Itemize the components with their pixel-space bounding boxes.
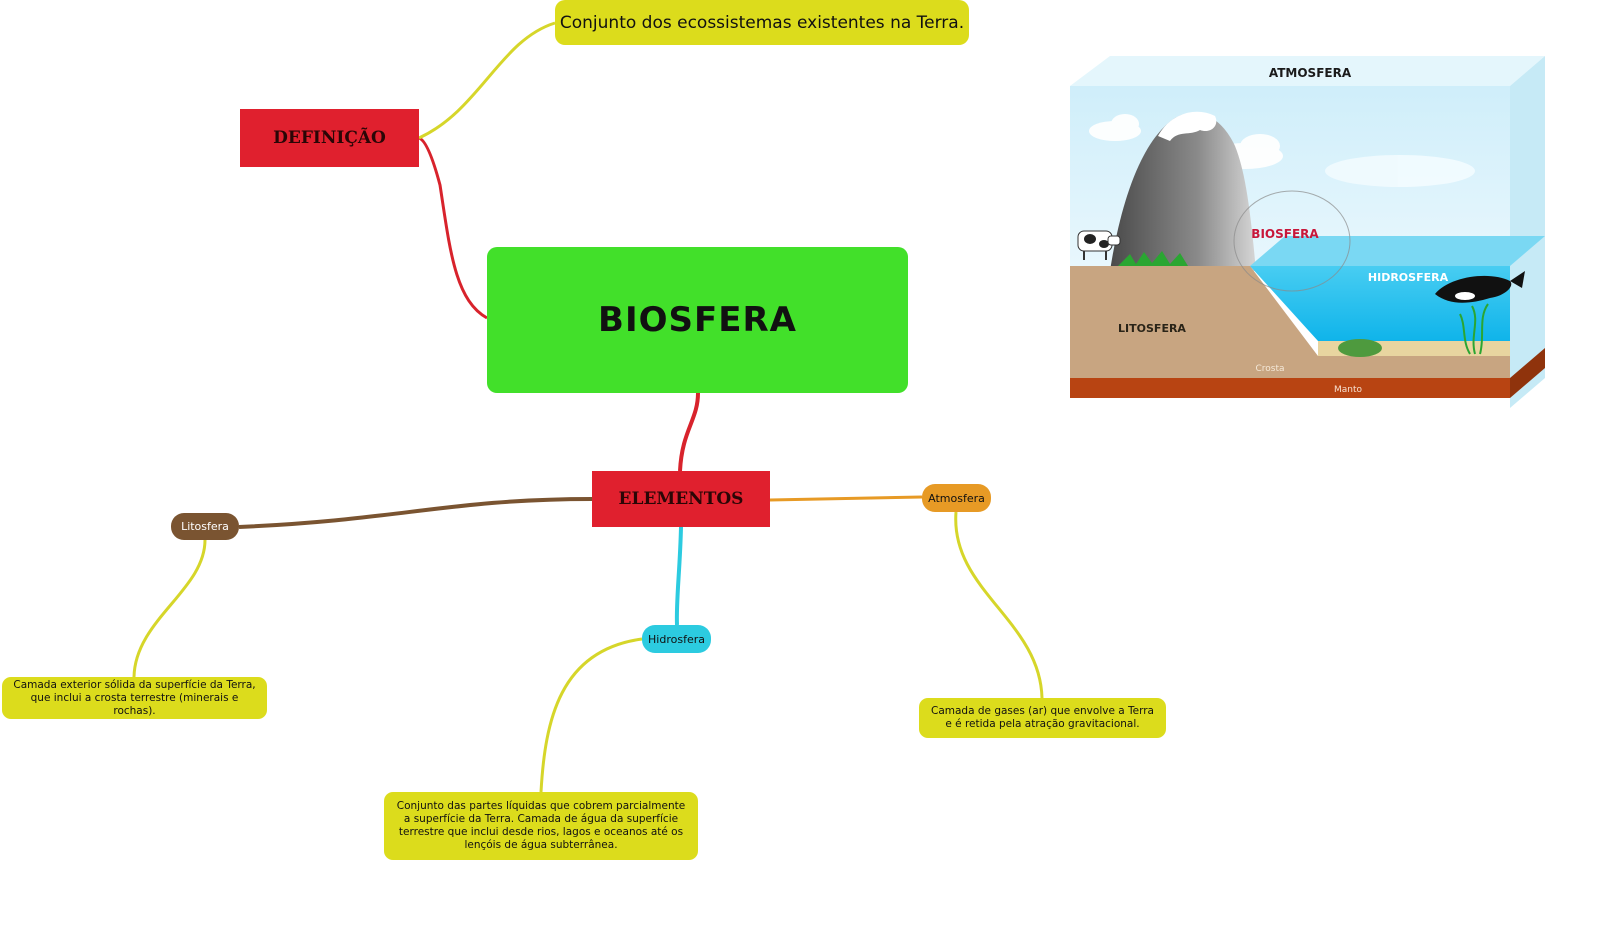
- earth-spheres-illustration: ATMOSFERA BIOSFERA HIDROSFERA LITOSFERA …: [1070, 56, 1545, 408]
- mountain-snow: [1158, 111, 1217, 141]
- mantle-manto: [1070, 378, 1510, 398]
- atmosfera-description[interactable]: Camada de gases (ar) que envolve a Terra…: [919, 698, 1166, 738]
- connector-litosfera-text: [132, 539, 207, 678]
- hidrosfera-description[interactable]: Conjunto das partes líquidas que cobrem …: [384, 792, 698, 860]
- seaweed-icon: [1459, 303, 1489, 355]
- connector-hidrosfera-text: [539, 637, 643, 793]
- grass: [1118, 251, 1188, 266]
- category-node-definicao[interactable]: DEFINIÇÃO: [240, 109, 419, 167]
- ocean-top-face: [1250, 236, 1545, 266]
- cow-icon: [1077, 230, 1121, 260]
- box-right-face: [1510, 56, 1545, 408]
- biosfera-circle: [1233, 190, 1351, 292]
- label-litosfera: LITOSFERA: [1118, 322, 1186, 335]
- connector-elementos-atmosfera: [769, 495, 923, 502]
- label-biosfera: BIOSFERA: [1251, 227, 1319, 241]
- sky-top-face: [1070, 56, 1545, 86]
- connector-elementos-hidrosfera: [674, 526, 683, 626]
- label-hidrosfera: HIDROSFERA: [1368, 271, 1449, 284]
- connector-elementos-litosfera: [238, 497, 593, 529]
- orca-icon: [1435, 271, 1525, 303]
- land-litosfera: [1070, 266, 1510, 378]
- category-node-elementos[interactable]: ELEMENTOS: [592, 471, 770, 527]
- connector-definicao-text: [418, 21, 556, 140]
- mountain: [1110, 112, 1256, 271]
- connector-root-definicao: [418, 136, 488, 320]
- definicao-description[interactable]: Conjunto dos ecossistemas existentes na …: [555, 0, 969, 45]
- litosfera-description[interactable]: Camada exterior sólida da superfície da …: [2, 677, 267, 719]
- element-node-hidrosfera[interactable]: Hidrosfera: [642, 625, 711, 653]
- rock: [1338, 339, 1382, 357]
- root-node-biosfera[interactable]: BIOSFERA: [487, 247, 908, 393]
- cloud-icon: [1089, 114, 1475, 187]
- ocean-water: [1250, 266, 1510, 341]
- label-manto: Manto: [1334, 385, 1363, 395]
- element-node-litosfera[interactable]: Litosfera: [171, 513, 239, 540]
- mantle-side: [1510, 348, 1545, 398]
- connector-root-elementos: [678, 392, 700, 472]
- label-atmosfera: ATMOSFERA: [1269, 66, 1352, 80]
- label-crosta: Crosta: [1255, 364, 1284, 374]
- element-node-atmosfera[interactable]: Atmosfera: [922, 484, 991, 512]
- connector-atmosfera-text: [954, 511, 1044, 699]
